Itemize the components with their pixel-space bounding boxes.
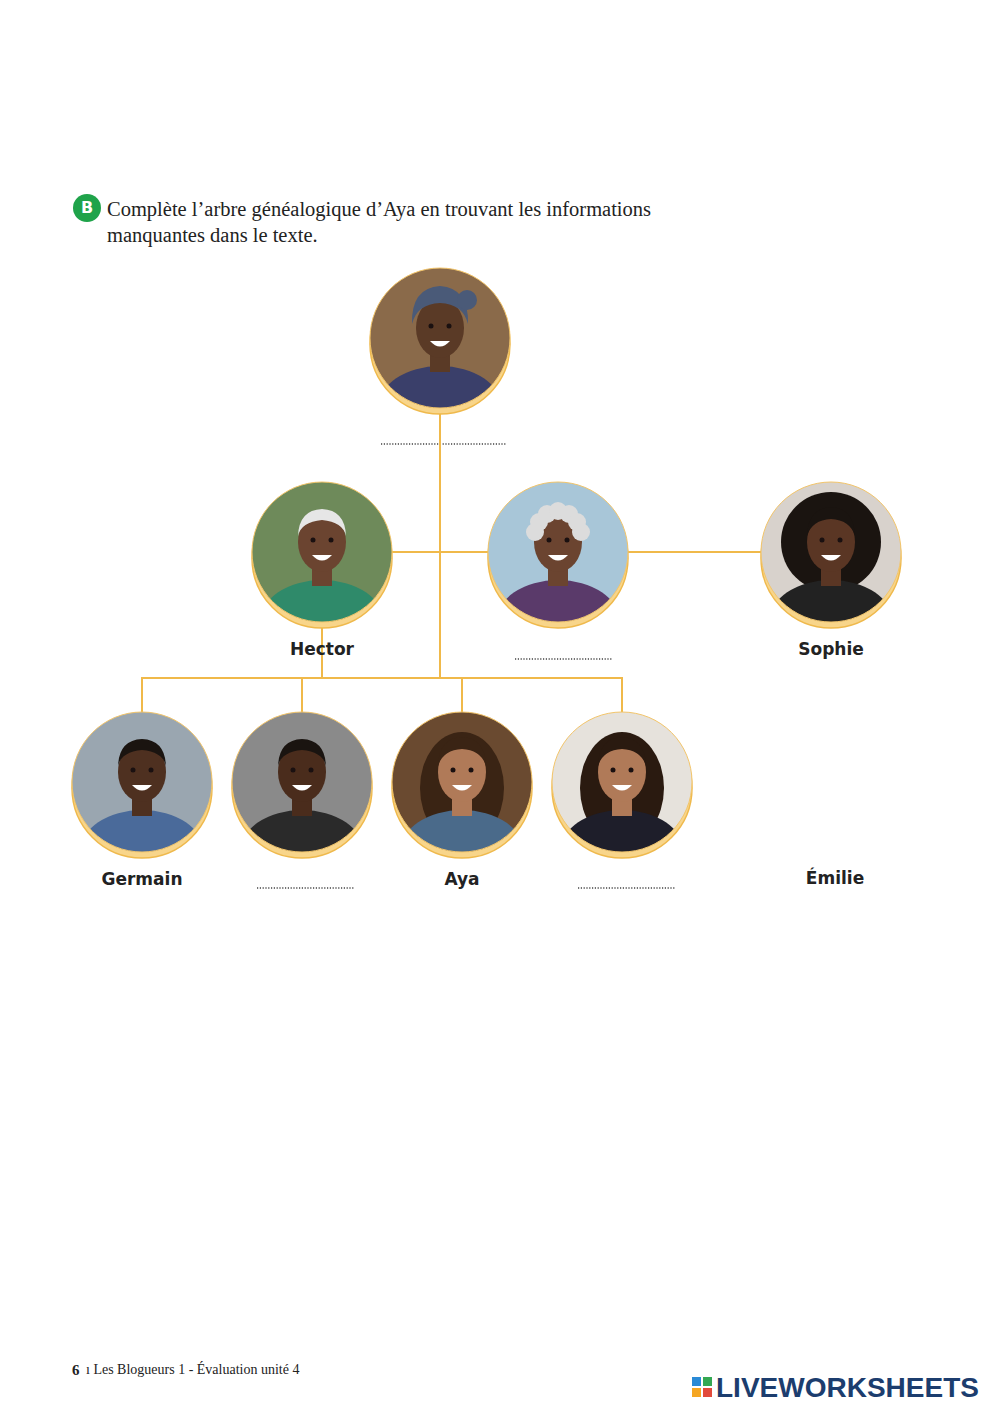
blank-line (257, 887, 355, 888)
person-name: Hector (207, 639, 437, 659)
blank-line (578, 887, 676, 888)
badge-circle (73, 194, 101, 222)
person-name: Sophie (716, 639, 946, 659)
family-link (142, 552, 488, 712)
person-name: Aya (347, 869, 577, 889)
person-node (365, 266, 515, 418)
person-node (227, 710, 377, 862)
portrait-photo (365, 266, 515, 418)
person-node: Aya (387, 710, 537, 862)
portrait-photo (756, 480, 906, 632)
family-link (628, 551, 761, 553)
person-name: Germain (27, 869, 257, 889)
person-node (483, 480, 633, 632)
logo-icon (692, 1377, 712, 1397)
portrait-photo (483, 480, 633, 632)
footer-text: ı Les Blogueurs 1 - Évaluation unité 4 (86, 1362, 299, 1379)
blank-line (381, 443, 507, 444)
family-link (440, 552, 488, 712)
person-node: Germain (67, 710, 217, 862)
watermark: LIVEWORKSHEETS (716, 1371, 979, 1405)
portrait-photo (247, 480, 397, 632)
section-badge: B (81, 198, 93, 217)
person-name: Émilie (806, 868, 864, 888)
portrait-photo (547, 710, 697, 862)
person-node: Hector (247, 480, 397, 632)
family-link (392, 552, 462, 712)
portrait-photo (387, 710, 537, 862)
family-link (302, 552, 488, 712)
blank-line (515, 658, 612, 659)
instruction-title: Complète l’arbre généalogique d’Aya en t… (107, 196, 707, 248)
page-number: 6 (72, 1361, 80, 1379)
person-node (547, 710, 697, 862)
portrait-photo (227, 710, 377, 862)
portrait-photo (67, 710, 217, 862)
person-node: Sophie (756, 480, 906, 632)
